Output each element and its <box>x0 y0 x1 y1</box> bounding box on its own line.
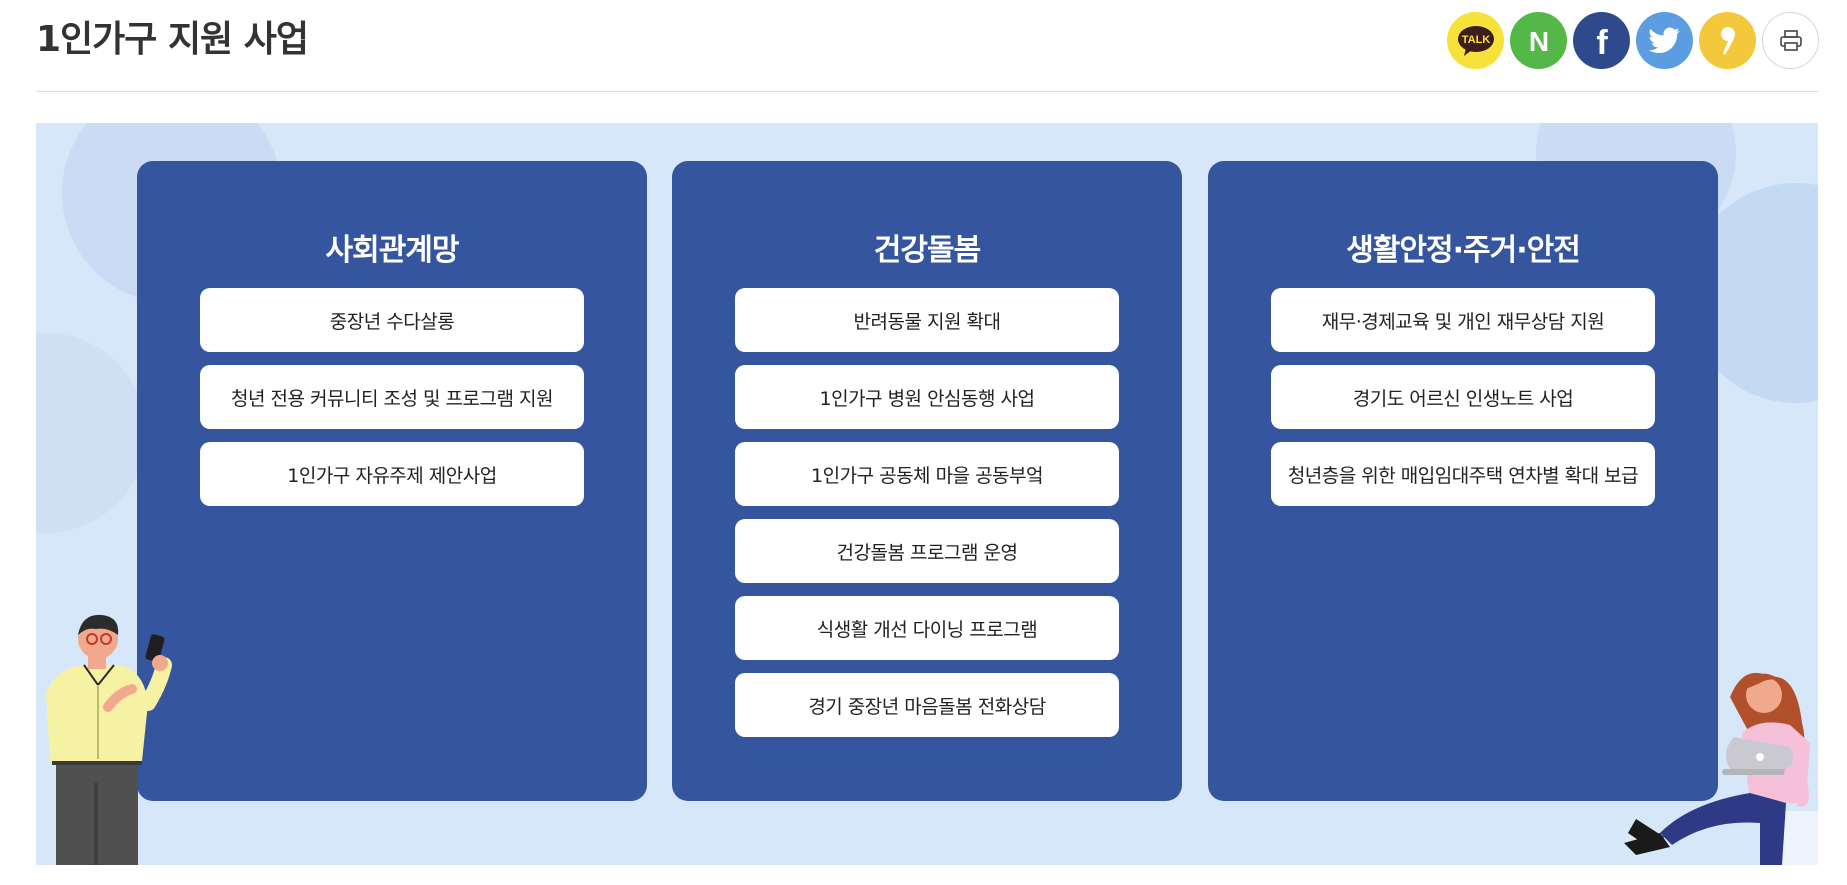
card-title: 생활안정·주거·안전 <box>1346 233 1581 268</box>
list-item[interactable]: 1인가구 공동체 마을 공동부엌 <box>735 442 1119 506</box>
card-title: 사회관계망 <box>325 233 460 268</box>
share-bar: TALK N f <box>1447 12 1819 69</box>
card-list: 반려동물 지원 확대 1인가구 병원 안심동행 사업 1인가구 공동체 마을 공… <box>735 288 1119 750</box>
card-social-network: 사회관계망 중장년 수다살롱 청년 전용 커뮤니티 조성 및 프로그램 지원 1… <box>137 161 647 801</box>
man-with-phone-illustration <box>46 614 172 865</box>
woman-with-laptop-illustration <box>1624 672 1818 865</box>
card-health-care: 건강돌봄 반려동물 지원 확대 1인가구 병원 안심동행 사업 1인가구 공동체… <box>672 161 1182 801</box>
print-button[interactable] <box>1762 12 1819 69</box>
facebook-share-button[interactable]: f <box>1573 12 1630 69</box>
twitter-share-button[interactable] <box>1636 12 1693 69</box>
list-item[interactable]: 경기도 어르신 인생노트 사업 <box>1271 365 1655 429</box>
kakaostory-share-button[interactable] <box>1699 12 1756 69</box>
list-item[interactable]: 청년 전용 커뮤니티 조성 및 프로그램 지원 <box>200 365 584 429</box>
card-living-stability: 생활안정·주거·안전 재무·경제교육 및 개인 재무상담 지원 경기도 어르신 … <box>1208 161 1718 801</box>
naver-share-button[interactable]: N <box>1510 12 1567 69</box>
list-item[interactable]: 중장년 수다살롱 <box>200 288 584 352</box>
list-item[interactable]: 청년층을 위한 매입임대주택 연차별 확대 보급 <box>1271 442 1655 506</box>
background-circle <box>36 333 146 533</box>
svg-text:f: f <box>1596 24 1608 58</box>
list-item[interactable]: 1인가구 자유주제 제안사업 <box>200 442 584 506</box>
divider <box>36 91 1818 92</box>
page-title: 1인가구 지원 사업 <box>36 19 309 60</box>
naver-icon: N <box>1528 26 1548 56</box>
list-item[interactable]: 경기 중장년 마음돌봄 전화상담 <box>735 673 1119 737</box>
list-item[interactable]: 건강돌봄 프로그램 운영 <box>735 519 1119 583</box>
kakaotalk-icon: TALK <box>1457 25 1494 56</box>
twitter-icon <box>1648 27 1680 53</box>
card-title: 건강돌봄 <box>873 233 981 268</box>
card-list: 중장년 수다살롱 청년 전용 커뮤니티 조성 및 프로그램 지원 1인가구 자유… <box>200 288 584 519</box>
card-list: 재무·경제교육 및 개인 재무상담 지원 경기도 어르신 인생노트 사업 청년층… <box>1271 288 1655 519</box>
support-program-banner: 사회관계망 중장년 수다살롱 청년 전용 커뮤니티 조성 및 프로그램 지원 1… <box>36 123 1818 865</box>
list-item[interactable]: 재무·경제교육 및 개인 재무상담 지원 <box>1271 288 1655 352</box>
kakaotalk-share-button[interactable]: TALK <box>1447 12 1504 69</box>
svg-text:TALK: TALK <box>1461 34 1490 46</box>
list-item[interactable]: 1인가구 병원 안심동행 사업 <box>735 365 1119 429</box>
facebook-icon: f <box>1596 24 1608 58</box>
kakaostory-icon <box>1720 26 1735 55</box>
svg-text:N: N <box>1528 26 1548 56</box>
printer-icon <box>1779 29 1802 51</box>
list-item[interactable]: 반려동물 지원 확대 <box>735 288 1119 352</box>
list-item[interactable]: 식생활 개선 다이닝 프로그램 <box>735 596 1119 660</box>
